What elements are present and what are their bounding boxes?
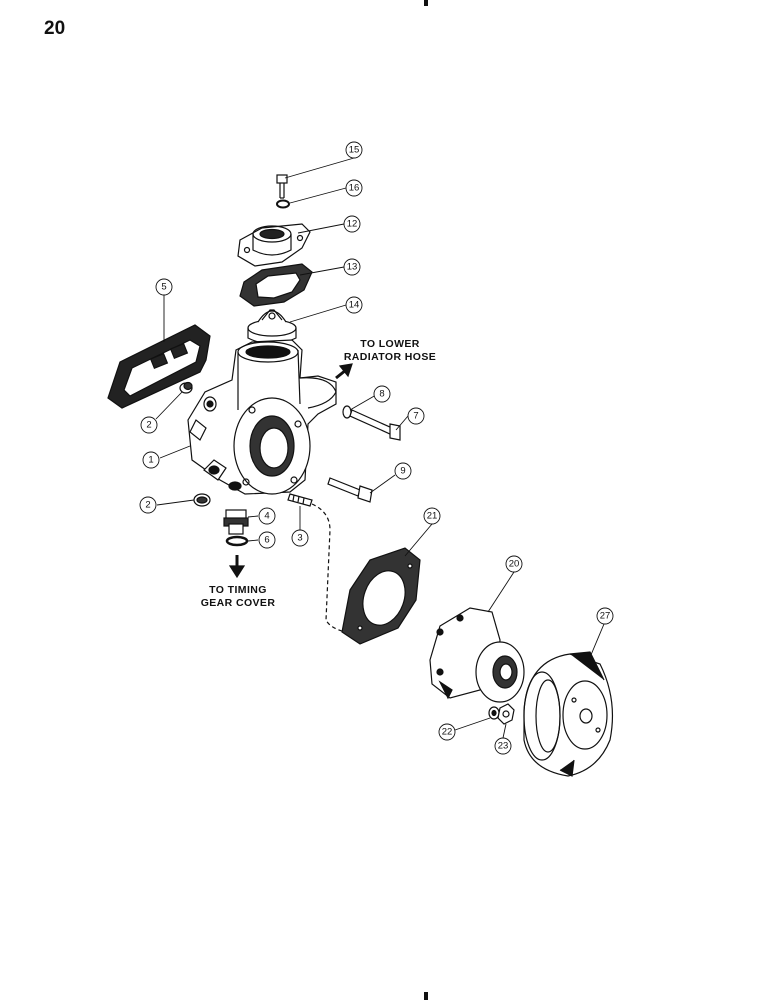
callout-label: 3: [297, 533, 302, 544]
callout-label: 27: [600, 611, 611, 622]
leader-1: [159, 445, 191, 459]
callout-label: 20: [509, 559, 520, 570]
callout-label: 14: [349, 300, 360, 311]
callout-label: 2: [145, 500, 150, 511]
callout-label: 6: [264, 535, 269, 546]
callout-9: [394, 462, 412, 480]
impeller-gasket-part: [341, 547, 421, 645]
stud-part: [287, 493, 346, 633]
callout-1: [142, 451, 160, 469]
leader-2a: [155, 391, 183, 420]
callout-label: 7: [413, 411, 418, 422]
leader-27: [587, 623, 605, 663]
bolt-long-part: [349, 409, 401, 441]
fan-pulley-part: [523, 651, 614, 777]
leader-6: [247, 539, 259, 542]
callout-label: 23: [498, 741, 509, 752]
pump-body-part: [187, 339, 337, 495]
leader-13: [299, 266, 345, 276]
leader-16: [289, 187, 347, 204]
bottom-crop-mark: [424, 992, 428, 1000]
callout-7: [407, 407, 425, 425]
leader-23: [502, 723, 507, 739]
leader-8: [349, 394, 377, 411]
callout-label: 21: [427, 511, 438, 522]
bolt-part: [276, 174, 288, 199]
o-ring-part: [225, 535, 249, 547]
callout-label: 4: [264, 511, 269, 522]
leader-4: [247, 515, 259, 518]
callout-label: 16: [349, 183, 360, 194]
callout-2a: [140, 416, 158, 434]
callout-6: [258, 531, 276, 549]
callout-5: [155, 278, 173, 296]
callout-20: [505, 555, 523, 573]
elbow-fitting-part: [223, 509, 249, 535]
callout-2b: [139, 496, 157, 514]
callout-13: [343, 258, 361, 276]
leader-12: [297, 223, 345, 234]
nut-part: [497, 703, 515, 725]
callout-label: 5: [161, 282, 166, 293]
leader-21: [404, 523, 433, 557]
callout-label: 15: [349, 145, 360, 156]
leader-15: [284, 157, 355, 179]
callout-3: [291, 529, 309, 547]
thermostat-part: [247, 309, 297, 345]
callout-label: 2: [146, 420, 151, 431]
leader-20: [487, 571, 515, 613]
note-line: RADIATOR HOSE: [343, 351, 437, 363]
washer-part-2: [488, 706, 500, 720]
lock-washer-part: [276, 199, 290, 209]
note-line: TO LOWER: [360, 338, 420, 350]
callout-4: [258, 507, 276, 525]
callout-23: [494, 737, 512, 755]
callout-label: 8: [379, 389, 384, 400]
pump-gasket-part: [107, 324, 211, 409]
top-crop-mark: [424, 0, 428, 6]
note-line: TO TIMING: [209, 584, 267, 596]
thermostat-housing-part: [237, 223, 311, 267]
leader-14: [289, 304, 347, 323]
leader-7: [395, 415, 409, 431]
callout-8: [373, 385, 391, 403]
callout-label: 22: [442, 727, 453, 738]
callout-12: [343, 215, 361, 233]
callout-label: 1: [148, 455, 153, 466]
note-lower-radiator-hose: TO LOWER RADIATOR HOSE: [340, 338, 440, 364]
arrow-timing-cover: [228, 555, 246, 579]
bolt-part-2: [327, 477, 373, 503]
pipe-plug-part: [179, 381, 193, 394]
callout-label: 9: [400, 466, 405, 477]
leader-2b: [156, 499, 195, 506]
callout-21: [423, 507, 441, 525]
pipe-plug-part-2: [193, 493, 211, 507]
callout-22: [438, 723, 456, 741]
callout-14: [345, 296, 363, 314]
housing-gasket-part: [239, 263, 313, 307]
callout-27: [596, 607, 614, 625]
leader-22: [454, 717, 491, 731]
callout-15: [345, 141, 363, 159]
leader-9: [369, 474, 396, 494]
impeller-hub-part: [429, 607, 525, 703]
page-number: 20: [44, 18, 66, 39]
callout-label: 12: [347, 219, 358, 230]
arrow-lower-hose: [335, 363, 353, 380]
note-line: GEAR COVER: [200, 597, 276, 609]
callout-label: 13: [347, 262, 358, 273]
callout-16: [345, 179, 363, 197]
note-timing-gear-cover: TO TIMING GEAR COVER: [188, 584, 288, 610]
